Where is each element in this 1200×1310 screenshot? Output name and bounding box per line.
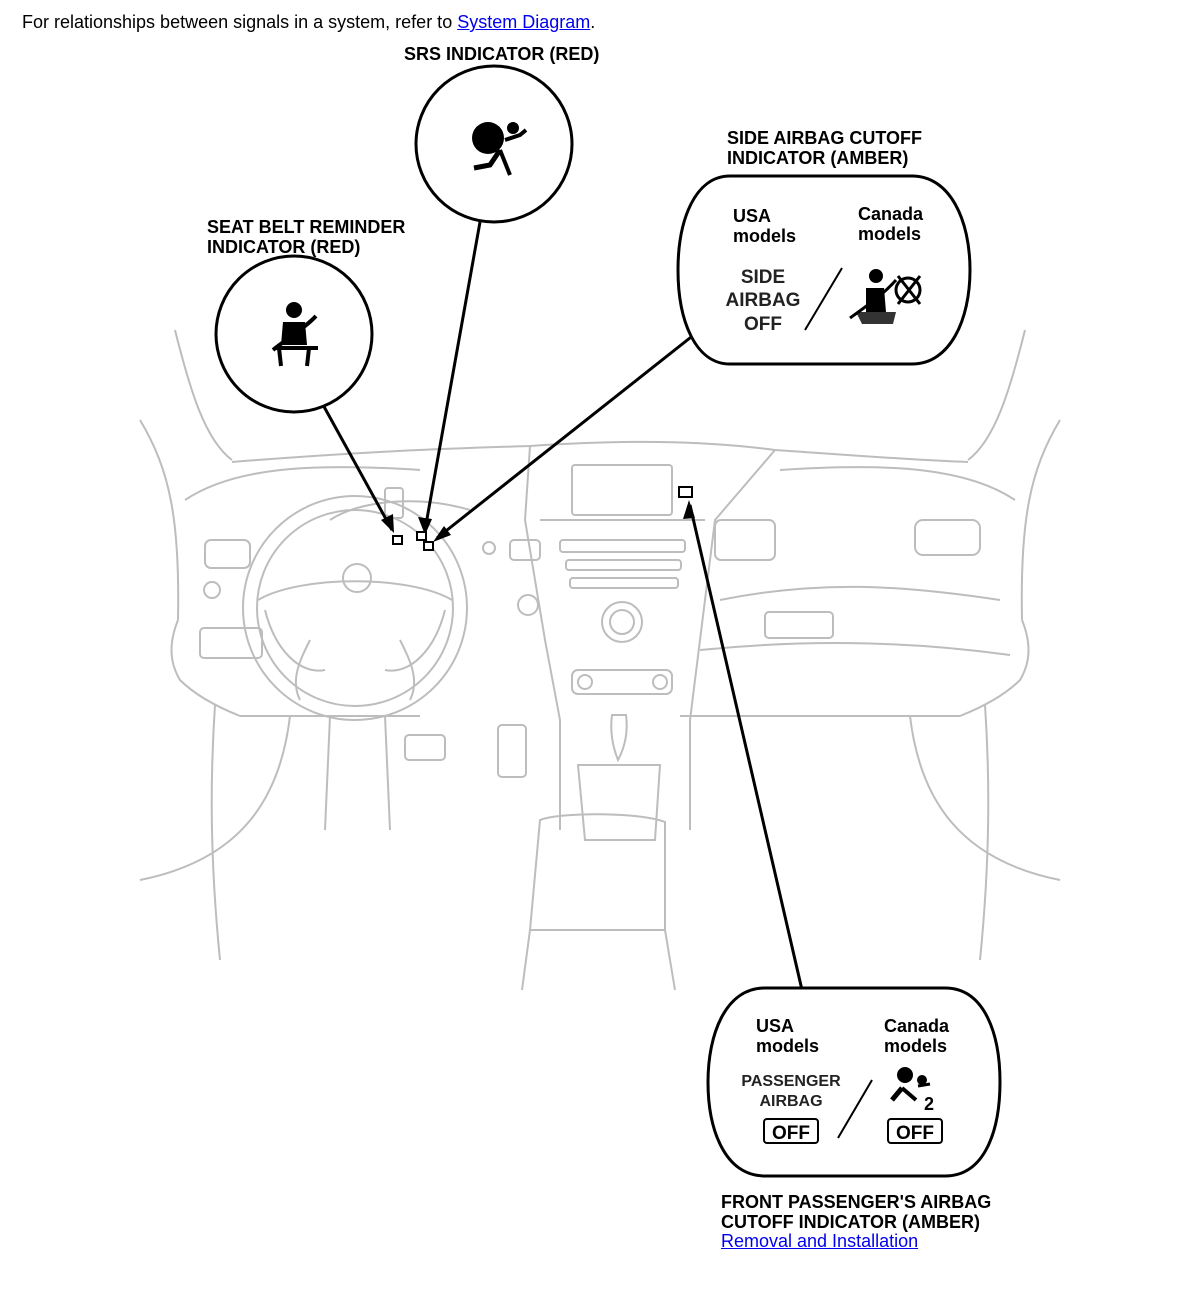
srs-marker <box>416 531 427 541</box>
passenger-usa-line1: USA <box>756 1016 794 1036</box>
side-airbag-off-line3: OFF <box>744 314 782 335</box>
seat-belt-label-line1: SEAT BELT REMINDER <box>207 217 406 237</box>
side-airbag-canada-icon <box>849 269 922 324</box>
srs-arrowhead <box>418 517 432 535</box>
side-airbag-indicator-label: SIDE AIRBAG CUTOFF INDICATOR (AMBER) <box>727 128 922 168</box>
passenger-label-line2: CUTOFF INDICATOR (AMBER) <box>721 1212 980 1232</box>
passenger-canada-off-text: OFF <box>896 1123 934 1144</box>
side-airbag-off-line2: AIRBAG <box>726 290 801 311</box>
passenger-indicator-line1: PASSENGER <box>741 1073 841 1090</box>
side-airbag-canada-line1: Canada <box>858 204 924 224</box>
side-airbag-usa-line2: models <box>733 226 796 246</box>
passenger-marker <box>678 486 693 498</box>
srs-leader <box>423 221 482 531</box>
srs-airbag-icon <box>472 122 528 176</box>
seat-belt-icon <box>271 302 318 367</box>
car-interior-drawing <box>139 329 1061 991</box>
passenger-arrowhead <box>683 500 695 519</box>
passenger-indicator-line2: AIRBAG <box>759 1093 822 1110</box>
note-text: For relationships between signals in a s… <box>22 12 458 32</box>
removal-installation-link[interactable]: Removal and Installation <box>721 1231 919 1251</box>
passenger-usa-off-box <box>763 1118 819 1144</box>
passenger-usa-off-text: OFF <box>772 1123 810 1144</box>
passenger-canada-icon <box>890 1067 931 1102</box>
note-period: . <box>590 12 596 32</box>
side-airbag-label-line2: INDICATOR (AMBER) <box>727 148 909 168</box>
seat-belt-arrowhead <box>381 514 394 533</box>
passenger-seat-number: 2 <box>924 1094 934 1114</box>
srs-indicator-label: SRS INDICATOR (RED) <box>404 44 599 64</box>
side-airbag-label-line1: SIDE AIRBAG CUTOFF <box>727 128 923 148</box>
leader-lines <box>320 221 804 991</box>
side-airbag-usa-line1: USA <box>733 206 771 226</box>
srs-label-text: SRS INDICATOR (RED) <box>404 44 600 64</box>
leader-arrowheads <box>381 500 695 542</box>
passenger-canada-line2: models <box>884 1036 947 1056</box>
side-airbag-canada-line2: models <box>858 224 921 244</box>
side-airbag-marker <box>423 541 434 551</box>
passenger-label-line1: FRONT PASSENGER'S AIRBAG <box>721 1192 992 1212</box>
side-airbag-off-line1: SIDE <box>741 267 785 288</box>
passenger-airbag-callout: USA models Canada models PASSENGER AIRBA… <box>706 986 1002 1178</box>
side-airbag-divider <box>804 267 843 331</box>
indicator-markers <box>392 486 693 551</box>
seat-belt-indicator-label: SEAT BELT REMINDER INDICATOR (RED) <box>207 217 405 257</box>
passenger-airbag-indicator-label: FRONT PASSENGER'S AIRBAG CUTOFF INDICATO… <box>721 1192 991 1232</box>
passenger-canada-line1: Canada <box>884 1016 950 1036</box>
seat-belt-label-line2: INDICATOR (RED) <box>207 237 361 257</box>
side-airbag-arrowhead <box>433 526 451 542</box>
system-diagram-note: For relationships between signals in a s… <box>22 12 595 33</box>
seat-belt-callout <box>214 254 374 414</box>
srs-callout <box>414 64 574 224</box>
side-airbag-callout: USA models Canada models SIDE AIRBAG OFF <box>676 174 972 366</box>
passenger-usa-line2: models <box>756 1036 819 1056</box>
system-diagram-link[interactable]: System Diagram <box>457 12 591 32</box>
passenger-canada-off-box <box>887 1118 943 1144</box>
passenger-divider <box>837 1079 873 1139</box>
seat-belt-leader <box>320 402 394 531</box>
side-airbag-leader <box>436 328 701 540</box>
passenger-leader <box>688 504 804 991</box>
seat-belt-marker <box>392 535 403 545</box>
